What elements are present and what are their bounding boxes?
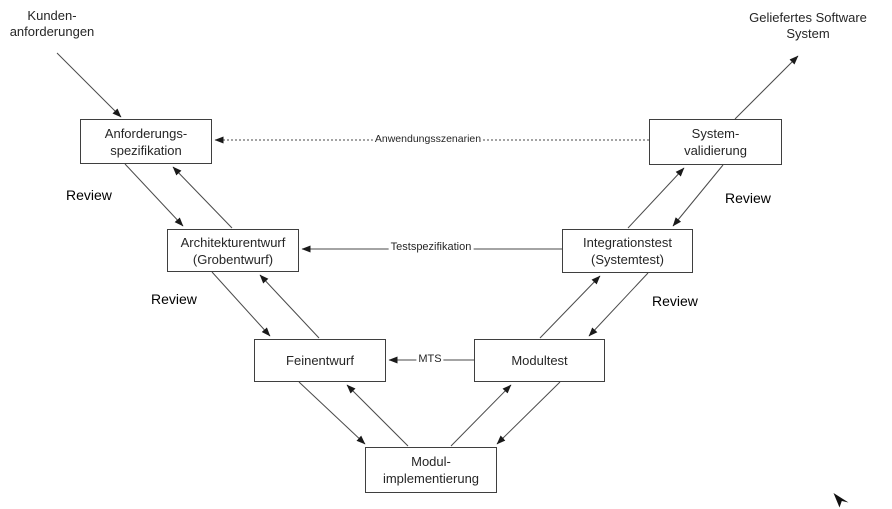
arrow-feinentwurf-to-modulimplementierung	[298, 381, 366, 445]
box-modulimplementierung-line1: Modul-	[411, 454, 451, 469]
label-geliefertes-line1: Geliefertes Software	[749, 10, 867, 25]
box-feinentwurf-line1: Feinentwurf	[286, 353, 354, 368]
box-architekturentwurf-line2: (Grobentwurf)	[192, 251, 274, 267]
arrow-anforderung-to-architektur	[124, 163, 184, 227]
label-geliefertes-software-system: Geliefertes Software System	[742, 10, 874, 42]
box-modulimplementierung-line2: implementierung	[382, 471, 480, 486]
label-review-left-1: Review	[66, 187, 112, 203]
label-review-right-1: Review	[725, 190, 771, 206]
box-systemvalidierung-line1: System-	[691, 126, 740, 141]
box-systemvalidierung: System- validierung	[649, 119, 782, 165]
label-kundenanforderungen: Kunden- anforderungen	[0, 8, 104, 40]
box-systemvalidierung-line2: validierung	[684, 143, 747, 158]
box-modultest: Modultest	[474, 339, 605, 382]
box-anforderungsspezifikation-line1: Anforderungs-	[104, 125, 188, 141]
box-anforderungsspezifikation: Anforderungs- spezifikation	[80, 119, 212, 164]
label-geliefertes-line2: System	[786, 26, 830, 41]
box-integrationstest-line1: Integrationstest	[583, 235, 672, 250]
arrow-architektur-to-anforderung	[172, 166, 233, 229]
arrow-modultest-to-modulimplementierung	[496, 381, 561, 445]
arrow-integrationstest-to-systemvalidierung	[627, 167, 685, 229]
box-anforderungsspezifikation-line2: spezifikation	[110, 142, 182, 158]
arrow-integrationstest-to-modultest	[588, 272, 649, 337]
label-review-left-2: Review	[151, 291, 197, 307]
label-testspezifikation: Testspezifikation	[388, 241, 474, 253]
arrow-modulimplementierung-to-modultest	[450, 384, 512, 447]
box-modultest-line1: Modultest	[511, 353, 568, 368]
arrow-kundenanforderungen-to-anforderungsspezifikation	[56, 52, 122, 118]
label-kundenanforderungen-line1: Kunden-	[27, 8, 77, 23]
label-kundenanforderungen-line2: anforderungen	[9, 24, 95, 39]
box-integrationstest: Integrationstest (Systemtest)	[562, 229, 693, 273]
box-architekturentwurf-line1: Architekturentwurf	[180, 234, 286, 250]
arrow-modultest-to-integrationstest	[539, 275, 601, 339]
box-modulimplementierung: Modul- implementierung	[365, 447, 497, 493]
arrow-feinentwurf-to-architektur	[259, 274, 320, 339]
label-review-right-2: Review	[652, 293, 698, 309]
box-integrationstest-line2: (Systemtest)	[591, 252, 664, 267]
label-anwendungsszenarien: Anwendungsszenarien	[372, 133, 484, 145]
arrow-modulimplementierung-to-feinentwurf	[346, 384, 409, 447]
box-feinentwurf: Feinentwurf	[254, 339, 386, 382]
label-mts: MTS	[416, 353, 444, 365]
arrow-architektur-to-feinentwurf	[211, 271, 271, 337]
arrow-systemvalidierung-to-integrationstest	[672, 164, 724, 227]
box-architekturentwurf: Architekturentwurf (Grobentwurf)	[167, 229, 299, 272]
arrow-systemvalidierung-to-geliefertes-system	[734, 55, 799, 120]
